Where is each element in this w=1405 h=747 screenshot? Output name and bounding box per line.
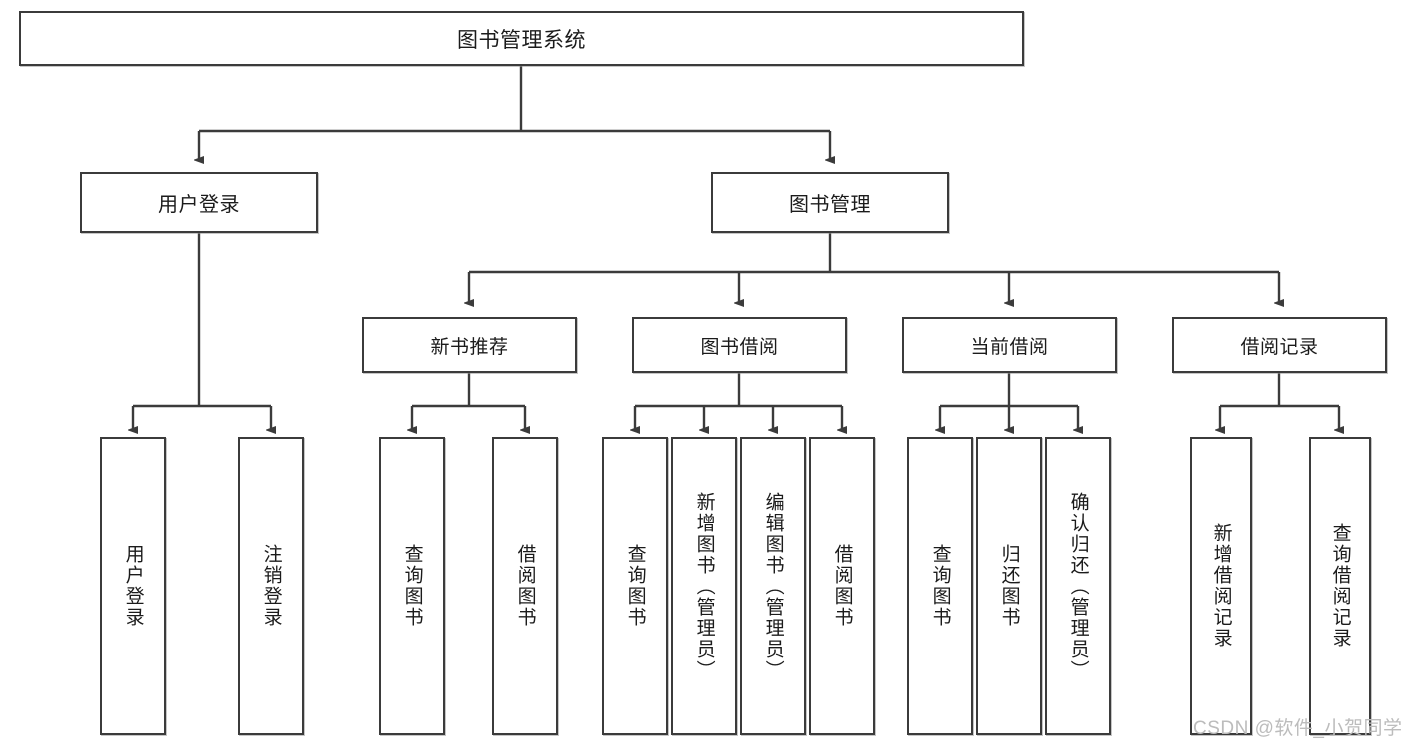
node-label: 借阅图书 [831,544,853,628]
leaf-add-borrow-record[interactable]: 新增借阅记录 [1190,437,1252,735]
node-label: 当前借阅 [970,336,1049,358]
leaf-query-borrow-record[interactable]: 查询借阅记录 [1309,437,1371,735]
node-current-borrow[interactable]: 当前借阅 [902,317,1117,373]
leaf-query-book[interactable]: 查询图书 [602,437,668,735]
leaf-user-login[interactable]: 用户登录 [100,437,166,735]
node-label: 图书管理系统 [457,28,586,52]
node-label: 新增借阅记录 [1210,523,1232,649]
node-root-system[interactable]: 图书管理系统 [19,11,1024,66]
leaf-edit-book-admin[interactable]: 编辑图书（管理员） [740,437,806,735]
node-label: 图书借阅 [700,336,779,358]
node-label: 用户登录 [122,544,144,628]
leaf-confirm-return-admin[interactable]: 确认归还（管理员） [1045,437,1111,735]
leaf-user-logout[interactable]: 注销登录 [238,437,304,735]
node-label: 新增图书（管理员） [693,491,715,681]
node-label: 查询借阅记录 [1329,523,1351,649]
node-book-borrow[interactable]: 图书借阅 [632,317,847,373]
node-label: 查询图书 [929,544,951,628]
node-book-management[interactable]: 图书管理 [711,172,949,233]
node-label: 查询图书 [624,544,646,628]
node-label: 归还图书 [998,544,1020,628]
leaf-return-book[interactable]: 归还图书 [976,437,1042,735]
node-borrow-record[interactable]: 借阅记录 [1172,317,1387,373]
node-new-book-recommend[interactable]: 新书推荐 [362,317,577,373]
node-label: 编辑图书（管理员） [762,491,784,681]
node-label: 用户登录 [158,194,240,216]
csdn-watermark: CSDN @软件_小贺同学 [1193,718,1403,739]
node-label: 注销登录 [260,544,282,628]
node-label: 新书推荐 [430,336,509,358]
node-label: 确认归还（管理员） [1067,491,1089,681]
leaf-query-book-new[interactable]: 查询图书 [379,437,445,735]
leaf-query-book-current[interactable]: 查询图书 [907,437,973,735]
leaf-add-book-admin[interactable]: 新增图书（管理员） [671,437,737,735]
node-label: 查询图书 [401,544,423,628]
leaf-borrow-book[interactable]: 借阅图书 [809,437,875,735]
node-label: 借阅图书 [514,544,536,628]
node-label: 图书管理 [789,194,871,216]
leaf-borrow-book-new[interactable]: 借阅图书 [492,437,558,735]
node-label: 借阅记录 [1240,336,1319,358]
node-user-login[interactable]: 用户登录 [80,172,318,233]
